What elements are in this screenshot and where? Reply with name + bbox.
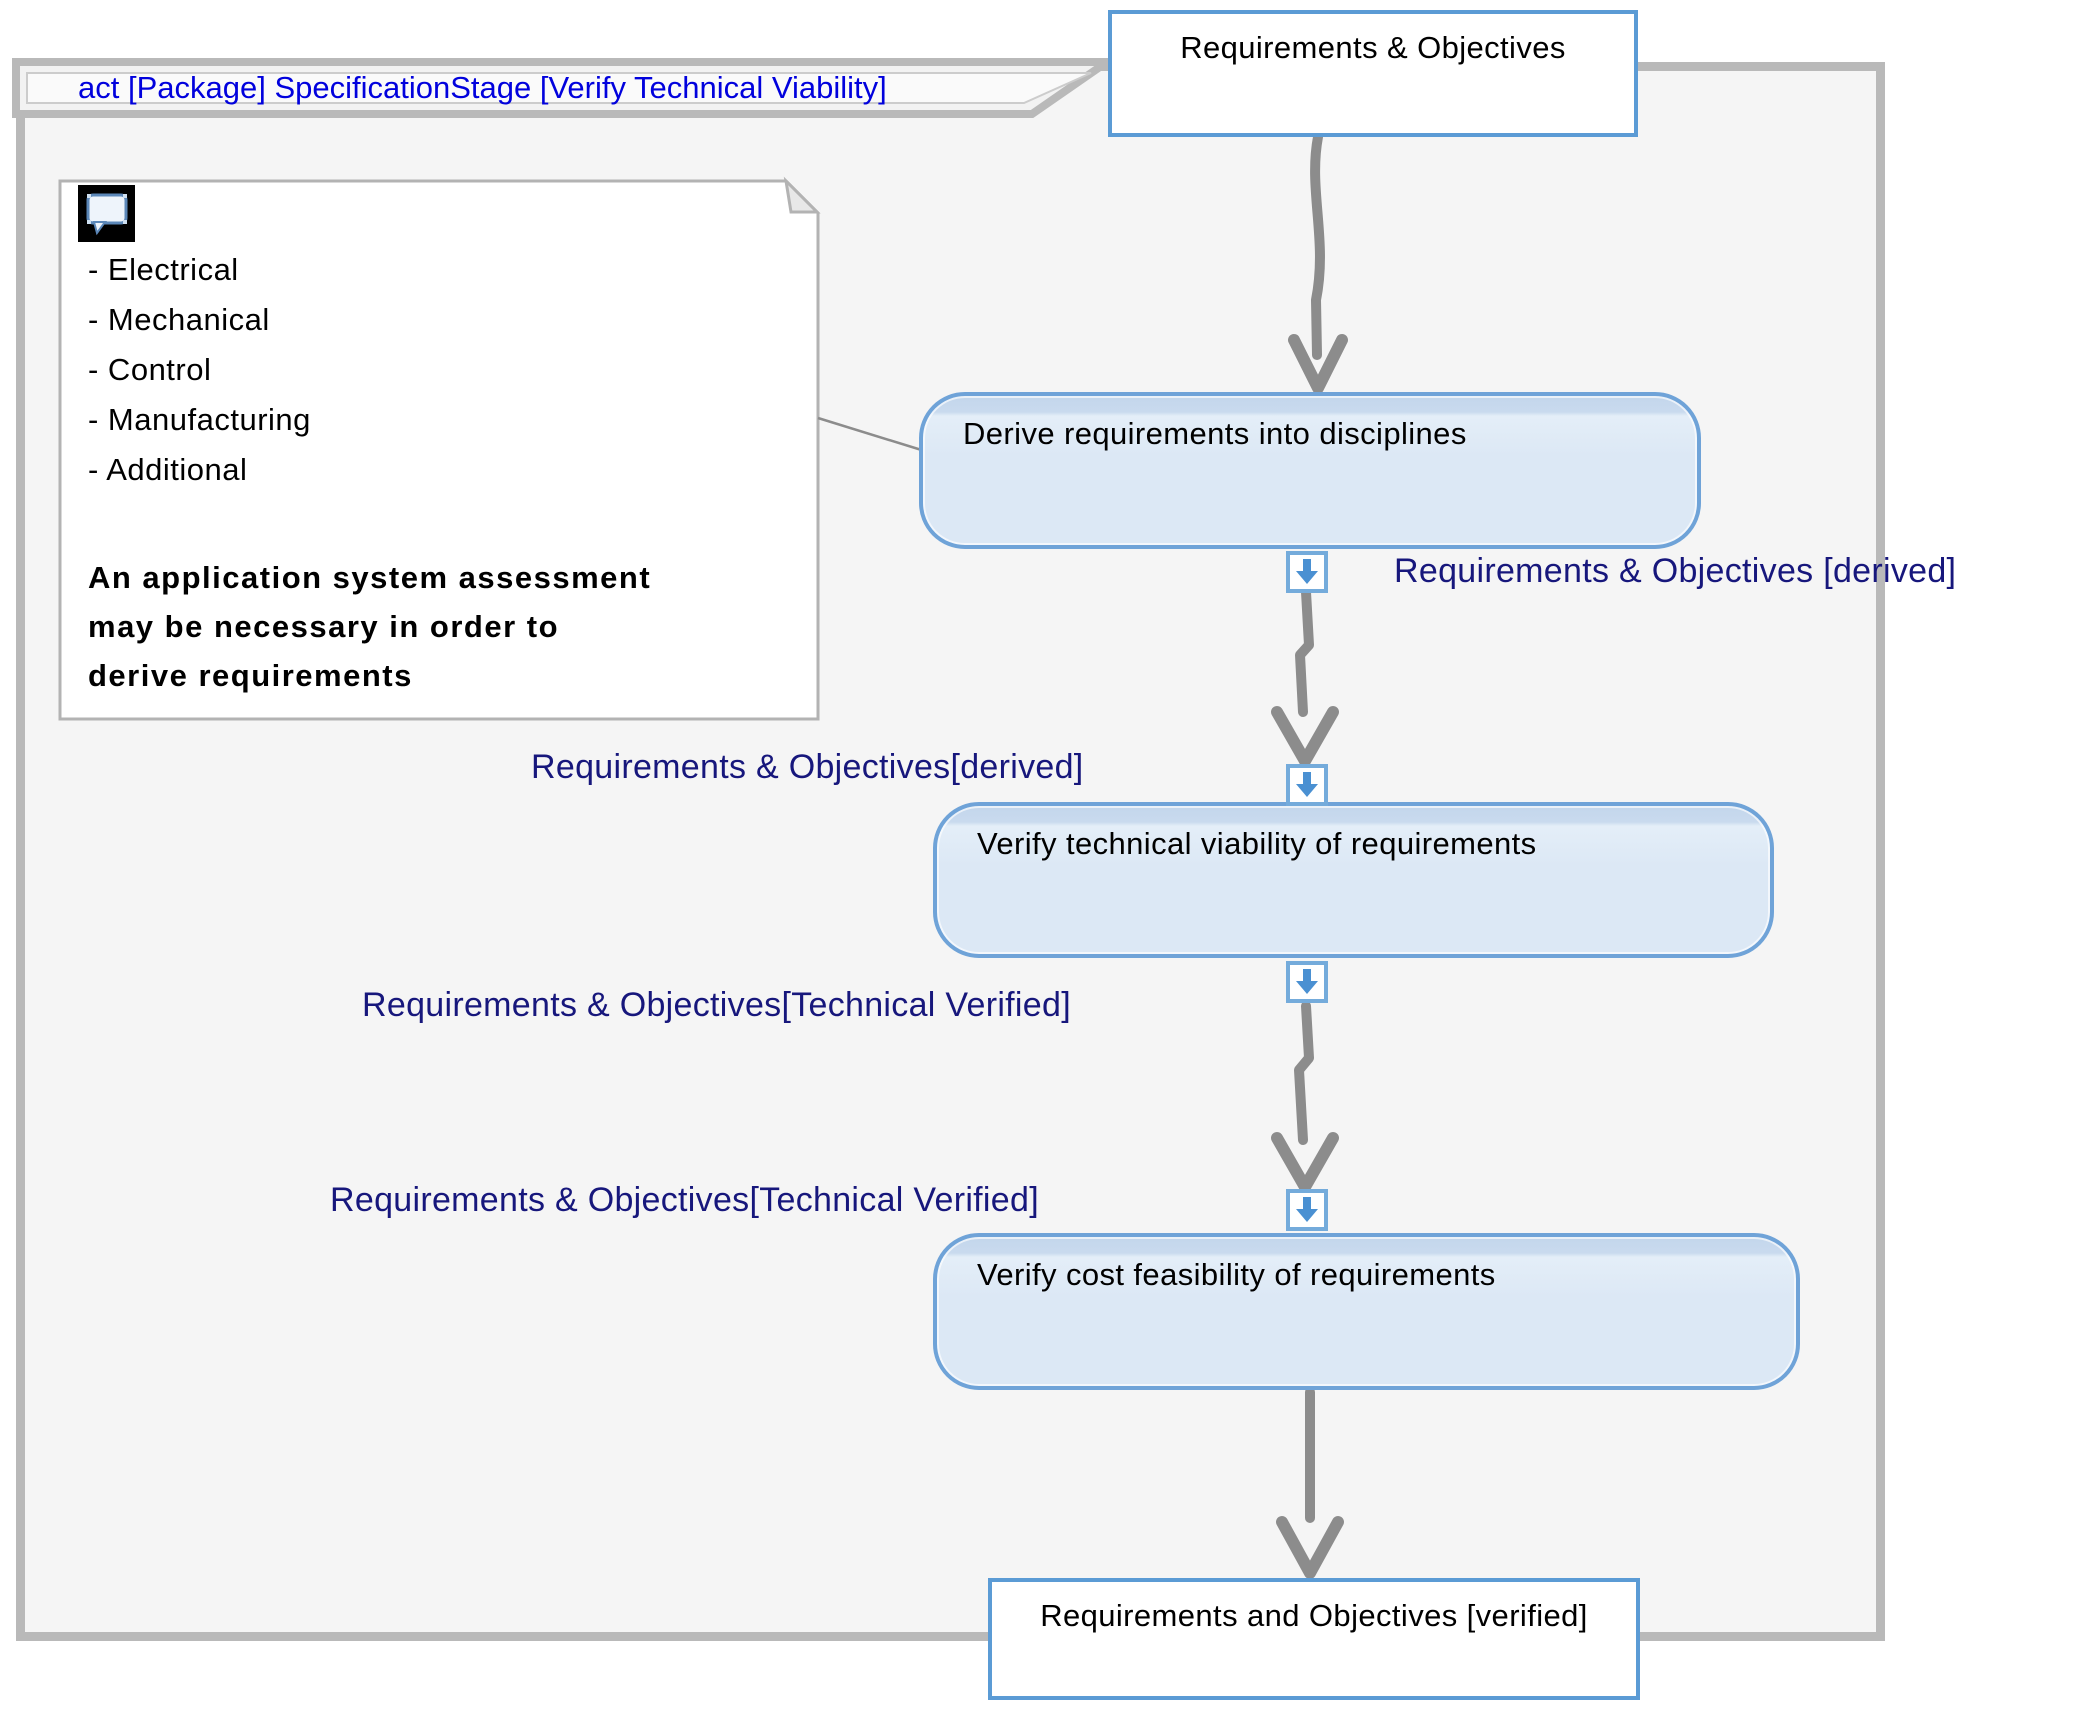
action-label: Verify cost feasibility of requirements bbox=[977, 1257, 1496, 1292]
note-emphasis-text: An application system assessment may be … bbox=[88, 553, 651, 700]
edge-label-derived-left[interactable]: Requirements & Objectives[derived] bbox=[531, 748, 1084, 786]
pin-arrow-down-icon bbox=[1296, 772, 1318, 797]
object-node-requirements-objectives[interactable]: Requirements & Objectives bbox=[1108, 10, 1638, 137]
action-derive-requirements[interactable]: Derive requirements into disciplines bbox=[919, 392, 1701, 549]
input-pin-verify-technical[interactable] bbox=[1286, 764, 1328, 806]
note-emphasis-line: An application system assessment bbox=[88, 560, 652, 595]
pin-arrow-down-icon bbox=[1296, 1197, 1318, 1222]
frame-tab-inner-outline bbox=[26, 72, 1092, 104]
control-flow-cost-to-target bbox=[1276, 1387, 1344, 1579]
output-pin-derive[interactable] bbox=[1286, 551, 1328, 593]
note-emphasis-line: may be necessary in order to bbox=[88, 609, 560, 644]
note-fold-corner bbox=[783, 176, 821, 214]
pin-arrow-down-icon bbox=[1296, 559, 1318, 584]
note-discipline-list: - Electrical - Mechanical - Control - Ma… bbox=[88, 245, 311, 495]
note-list-item: - Mechanical bbox=[88, 302, 270, 337]
output-pin-verify-technical[interactable] bbox=[1286, 961, 1328, 1003]
note-link-line bbox=[817, 416, 929, 454]
control-flow-technical-to-cost bbox=[1271, 1001, 1339, 1193]
note-list-item: - Control bbox=[88, 352, 212, 387]
control-flow-derive-to-technical bbox=[1271, 587, 1339, 767]
action-verify-cost-feasibility[interactable]: Verify cost feasibility of requirements bbox=[933, 1233, 1800, 1390]
action-label: Derive requirements into disciplines bbox=[963, 416, 1467, 451]
note-shape[interactable] bbox=[58, 179, 820, 721]
object-node-requirements-verified[interactable]: Requirements and Objectives [verified] bbox=[988, 1578, 1640, 1700]
note-comment-icon bbox=[78, 185, 135, 242]
note-list-item: - Electrical bbox=[88, 252, 239, 287]
edge-label-technical-verified-lower[interactable]: Requirements & Objectives[Technical Veri… bbox=[330, 1181, 1039, 1219]
edge-label-derived-right[interactable]: Requirements & Objectives [derived] bbox=[1394, 552, 1957, 590]
object-node-label: Requirements and Objectives [verified] bbox=[1040, 1598, 1588, 1633]
note-list-item: - Additional bbox=[88, 452, 248, 487]
input-pin-verify-cost[interactable] bbox=[1286, 1189, 1328, 1231]
edge-label-technical-verified-upper[interactable]: Requirements & Objectives[Technical Veri… bbox=[362, 986, 1071, 1024]
object-node-label: Requirements & Objectives bbox=[1180, 30, 1566, 65]
action-label: Verify technical viability of requiremen… bbox=[977, 826, 1537, 861]
control-flow-source-to-derive bbox=[1288, 132, 1348, 394]
action-verify-technical-viability[interactable]: Verify technical viability of requiremen… bbox=[933, 802, 1774, 958]
frame-title: act [Package] SpecificationStage [Verify… bbox=[78, 70, 887, 105]
pin-arrow-down-icon bbox=[1296, 969, 1318, 994]
note-list-item: - Manufacturing bbox=[88, 402, 311, 437]
note-emphasis-line: derive requirements bbox=[88, 658, 413, 693]
